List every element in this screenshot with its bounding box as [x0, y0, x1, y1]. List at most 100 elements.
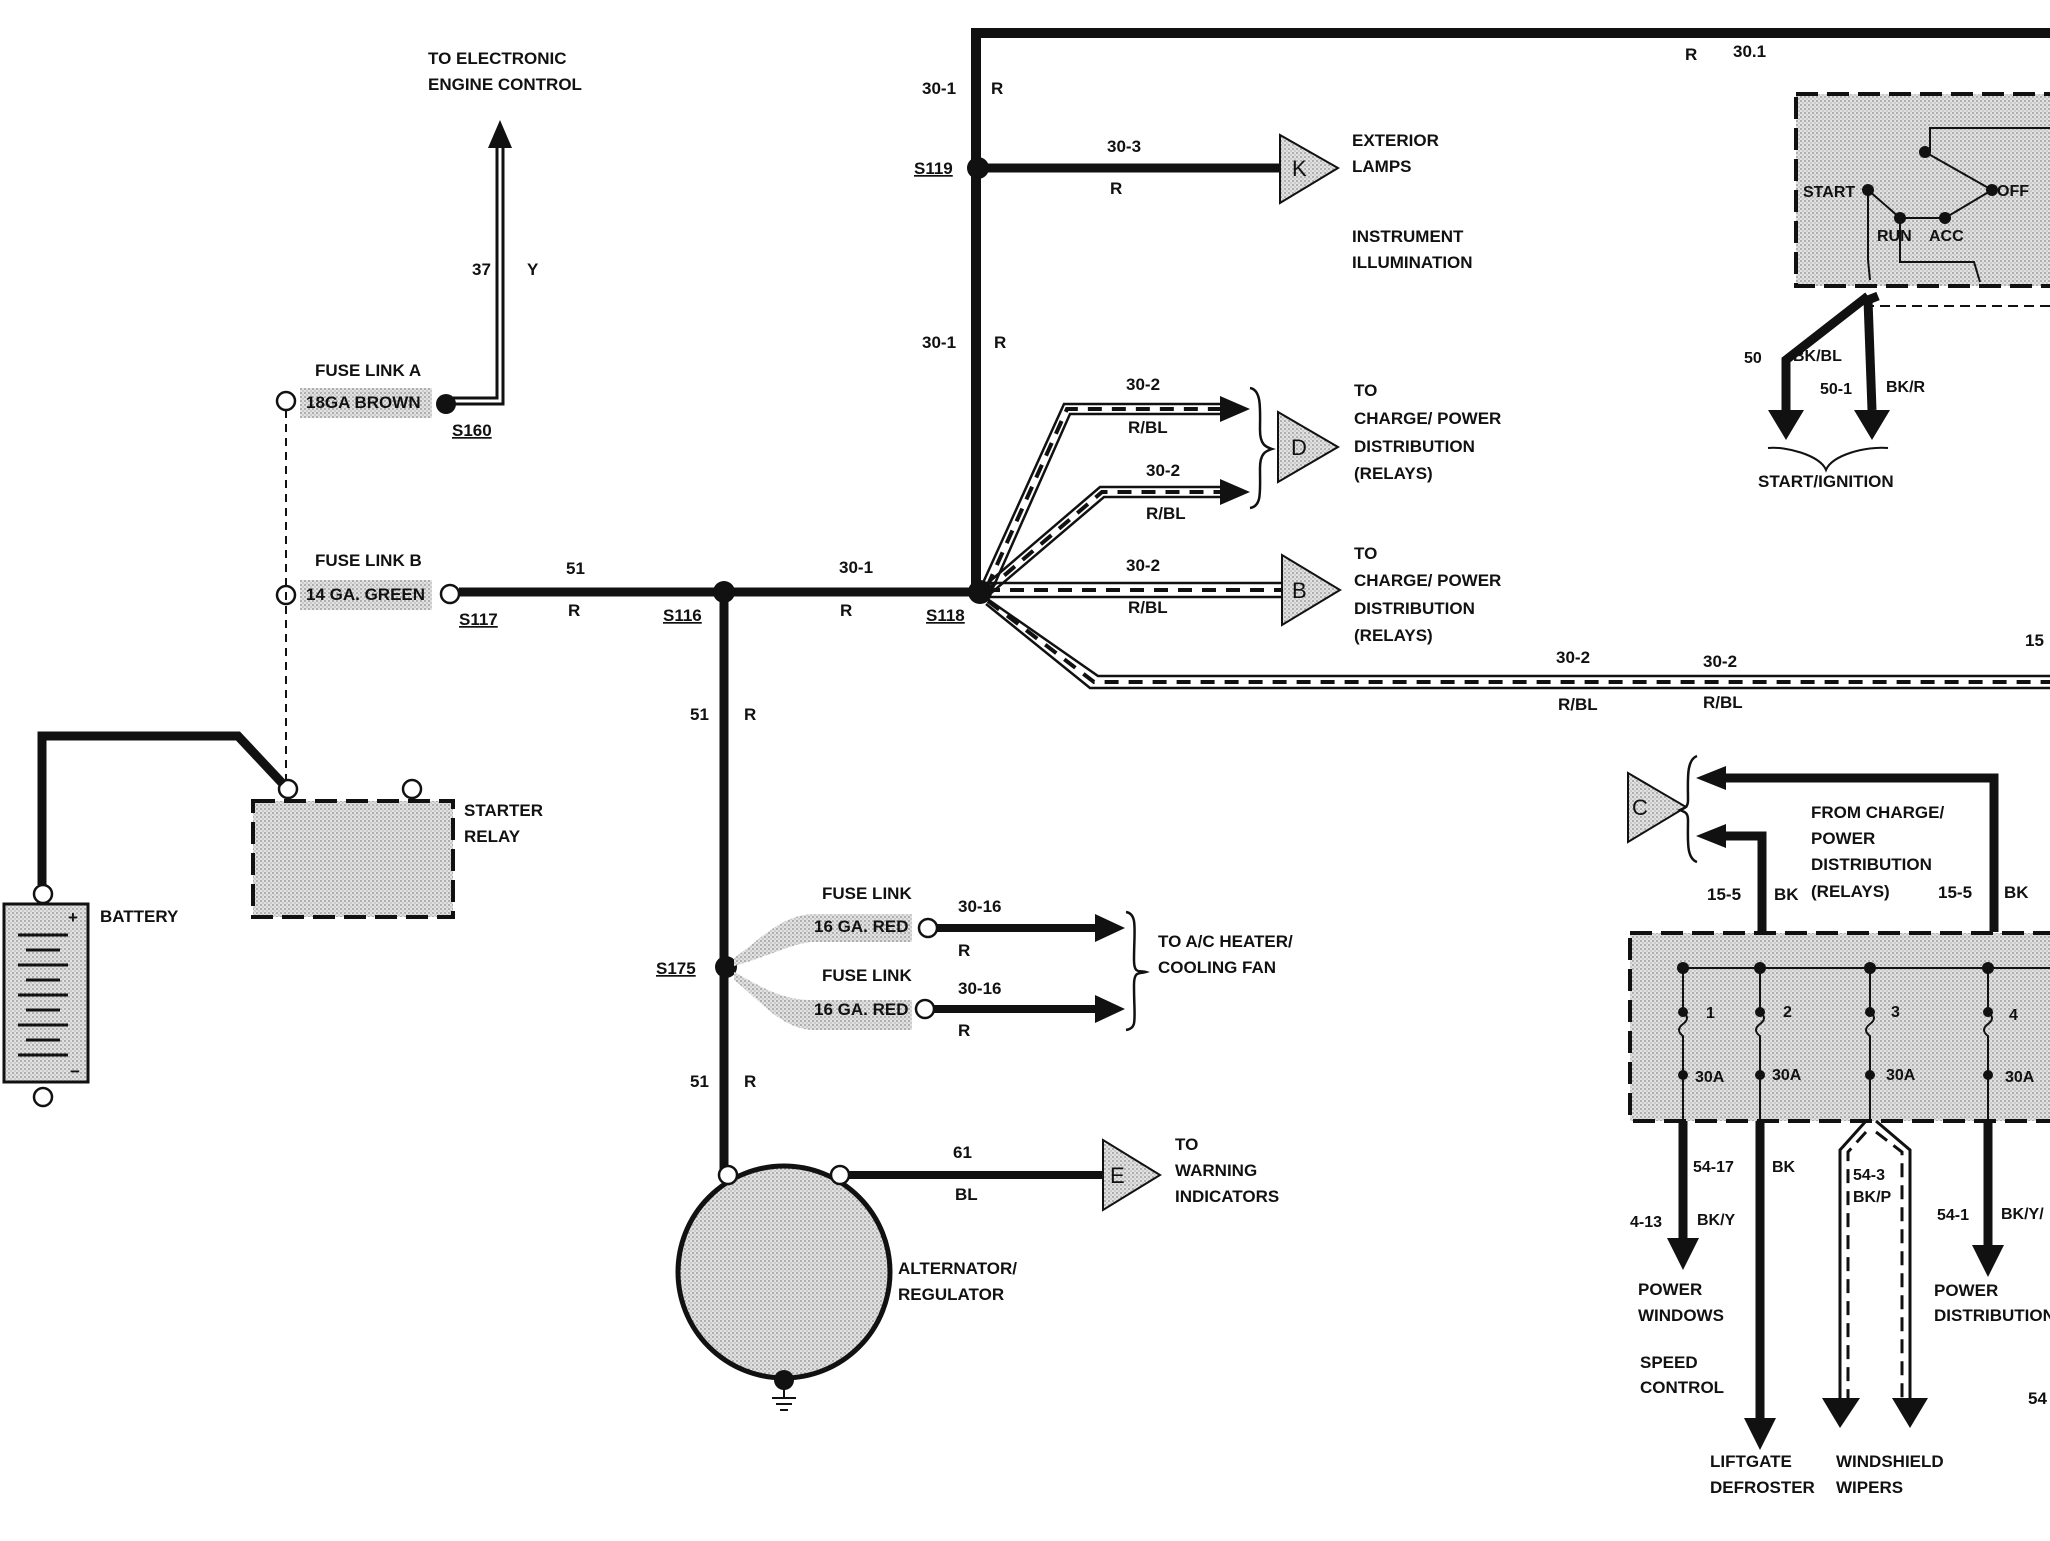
fuse-link-b-label: FUSE LINK B: [315, 551, 422, 570]
battery-cable: [37, 731, 287, 885]
wire-30-1-mid-number: 30-1: [922, 333, 956, 352]
splice-s119: S119: [914, 159, 953, 178]
fuse-link-a-spec: 18GA BROWN: [306, 393, 421, 412]
wire-30-16-b: 30-16: [958, 979, 1001, 998]
alternator-label-1: ALTERNATOR/: [898, 1259, 1017, 1278]
wire-top-number: 30.1: [1733, 42, 1766, 61]
wipers-1: WINDSHIELD: [1836, 1452, 1944, 1471]
wire-4-13-number: 4-13: [1630, 1214, 1662, 1231]
ac-fuse-links: FUSE LINK 16 GA. RED FUSE LINK 16 GA. RE…: [734, 884, 1293, 1040]
from-charge-2: POWER: [1811, 829, 1875, 848]
fuse-3-number: 3: [1891, 1004, 1900, 1021]
wire-30-2-a-number: 30-2: [1126, 375, 1160, 394]
d-label-3: DISTRIBUTION: [1354, 437, 1475, 456]
wire-54-trunc: 54: [2028, 1389, 2047, 1408]
wire-30-1-color: R: [840, 601, 852, 620]
d-label-2: CHARGE/ POWER: [1354, 409, 1501, 428]
fuse-4-number: 4: [2009, 1007, 2018, 1024]
wire-37-to-eec: 37 Y TO ELECTRONIC ENGINE CONTROL: [428, 49, 582, 406]
wire-30-1-top-color: R: [991, 79, 1003, 98]
power-dist-1: POWER: [1934, 1281, 1998, 1300]
wire-15-5-a-number: 15-5: [1707, 885, 1741, 904]
wire-51-number: 51: [566, 559, 585, 578]
wire-30-2-c-number: 30-2: [1126, 556, 1160, 575]
warning-label-1: TO: [1175, 1135, 1198, 1154]
alternator-label-2: REGULATOR: [898, 1285, 1004, 1304]
from-charge-4: (RELAYS): [1811, 882, 1890, 901]
splice-s175: S175: [656, 959, 696, 978]
speed-control-2: CONTROL: [1640, 1378, 1724, 1397]
wire-30-1-mid-color: R: [994, 333, 1006, 352]
fuse-link-2-label: FUSE LINK: [822, 966, 912, 985]
wipers-2: WIPERS: [1836, 1478, 1903, 1497]
wire-30-3-exterior: K 30-3 R EXTERIOR LAMPS INSTRUMENT ILLUM…: [978, 131, 1473, 272]
wire-30-2-a-color: R/BL: [1128, 418, 1168, 437]
wire-50-1-number: 50-1: [1820, 381, 1852, 398]
wire-30-3-number: 30-3: [1107, 137, 1141, 156]
wire-15-number: 15: [2025, 631, 2044, 650]
wire-51-v2-color: R: [744, 1072, 756, 1091]
power-windows-1: POWER: [1638, 1280, 1702, 1299]
ac-label-1: TO A/C HEATER/: [1158, 932, 1293, 951]
wire-30-2-c-color: R/BL: [1128, 598, 1168, 617]
wire-30-16-b-color: R: [958, 1021, 970, 1040]
wire-30-3-color: R: [1110, 179, 1122, 198]
battery-label: BATTERY: [100, 907, 179, 926]
start-ignition-outputs: 50 BK/BL 50-1 BK/R START/IGNITION: [1744, 291, 1926, 491]
b-label-3: DISTRIBUTION: [1354, 599, 1475, 618]
ignition-switch: START OFF RUN ACC: [1794, 92, 2050, 307]
wire-50-1-color: BK/R: [1886, 379, 1926, 396]
wire-54-17-number: 54-17: [1693, 1159, 1734, 1176]
ignition-acc: ACC: [1929, 228, 1964, 245]
starter-relay: STARTER RELAY: [251, 778, 543, 919]
wire-30-1-top-number: 30-1: [922, 79, 956, 98]
fuse-link-b: FUSE LINK B 14 GA. GREEN S117: [275, 551, 498, 629]
d-label-4: (RELAYS): [1354, 464, 1433, 483]
from-charge-1: FROM CHARGE/: [1811, 803, 1944, 822]
instrument-label-1: INSTRUMENT: [1352, 227, 1464, 246]
wire-54-3-color: BK/P: [1853, 1189, 1892, 1206]
instrument-label-2: ILLUMINATION: [1352, 253, 1473, 272]
alternator: ALTERNATOR/ REGULATOR: [675, 1163, 1017, 1411]
ignition-off: OFF: [1997, 183, 2029, 200]
wire-50-number: 50: [1744, 350, 1762, 367]
arrow-30-2-a: [1220, 396, 1250, 422]
wire-51-v2-number: 51: [690, 1072, 709, 1091]
liftgate-2: DEFROSTER: [1710, 1478, 1815, 1497]
fuse-panel: 1 2 3 4 30A 30A 30A 30A: [1628, 931, 2050, 1123]
wire-15-5-a-color: BK: [1774, 885, 1799, 904]
splice-s118: S118: [926, 606, 965, 625]
connector-d-group: D TO CHARGE/ POWER DISTRIBUTION (RELAYS): [1249, 381, 1501, 510]
exterior-label-2: LAMPS: [1352, 157, 1412, 176]
wire-37-number: 37: [472, 260, 491, 279]
fuse-link-1-spec: 16 GA. RED: [814, 917, 908, 936]
wire-51-v-number: 51: [690, 705, 709, 724]
splice-s117: S117: [459, 610, 498, 629]
wire-30-16-a: 30-16: [958, 897, 1001, 916]
fuse-link-a-label: FUSE LINK A: [315, 361, 421, 380]
wire-30-1-vertical: 30-1 R 30-1 R S119 R 30.1: [914, 28, 2050, 592]
starter-relay-label-2: RELAY: [464, 827, 521, 846]
wire-54-1-number: 54-1: [1937, 1207, 1969, 1224]
starter-relay-label-1: STARTER: [464, 801, 543, 820]
wire-37-color: Y: [527, 260, 539, 279]
wire-30-1-number: 30-1: [839, 558, 873, 577]
splice-s160: S160: [452, 421, 492, 440]
wire-61-warning: E 61 BL TO WARNING INDICATORS: [849, 1135, 1279, 1212]
wire-54-3-number: 54-3: [1853, 1167, 1885, 1184]
power-windows-2: WINDOWS: [1638, 1306, 1724, 1325]
fuse-2-rating: 30A: [1772, 1067, 1802, 1084]
wire-30-2-e-number: 30-2: [1703, 652, 1737, 671]
d-label-1: TO: [1354, 381, 1377, 400]
wire-15-5-b-color: BK: [2004, 883, 2029, 902]
connector-k: K: [1292, 156, 1307, 181]
connector-d: D: [1291, 435, 1307, 460]
connector-e: E: [1110, 1163, 1125, 1188]
fuse-link-b-spec: 14 GA. GREEN: [306, 585, 425, 604]
b-label-2: CHARGE/ POWER: [1354, 571, 1501, 590]
splice-s116: S116: [663, 606, 702, 625]
battery: + − BATTERY: [2, 883, 179, 1108]
fuse-4-rating: 30A: [2005, 1069, 2035, 1086]
wire-61-number: 61: [953, 1143, 972, 1162]
